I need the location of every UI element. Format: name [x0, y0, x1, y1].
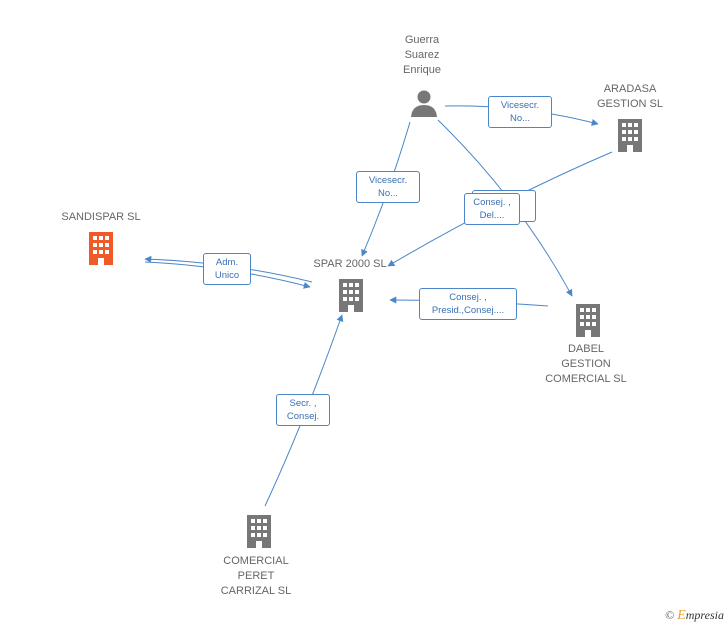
edge-label-line: Consej.: [286, 411, 320, 422]
edge-label-line: Vicesecr.: [500, 100, 540, 111]
edge-label-line: Vicesecr.: [368, 175, 408, 186]
brand-logo-e: E: [677, 608, 686, 623]
edge-label-line: Consej. ,: [473, 197, 511, 208]
node-label-line: Enrique: [403, 64, 441, 76]
edge-label-line: Presid.,Consej....: [431, 305, 505, 316]
edge-label-guerra-dabel[interactable]: Consej. , Del....: [464, 193, 520, 225]
node-label-line: SANDISPAR SL: [61, 211, 141, 223]
edge-label-comercial-spar[interactable]: Secr. , Consej.: [276, 394, 330, 426]
node-label-line: SPAR 2000 SL: [313, 258, 387, 270]
node-label-comercial[interactable]: COMERCIAL PERET CARRIZAL SL: [206, 554, 306, 599]
node-label-line: DABEL: [567, 343, 605, 355]
building-icon-sandispar[interactable]: [86, 230, 116, 266]
node-label-sandispar[interactable]: SANDISPAR SL: [46, 210, 156, 225]
edge-label-guerra-aradasa[interactable]: Vicesecr. No...: [488, 96, 552, 128]
node-label-spar2000[interactable]: SPAR 2000 SL: [300, 257, 400, 272]
building-icon-spar2000[interactable]: [336, 277, 366, 313]
node-label-aradasa[interactable]: ARADASA GESTION SL: [580, 82, 680, 112]
edge-label-spar-sandispar[interactable]: Adm. Unico: [203, 253, 251, 285]
edge-label-line: Unico: [214, 270, 240, 281]
node-label-line: ARADASA: [603, 83, 657, 95]
building-icon-dabel[interactable]: [573, 302, 603, 338]
node-label-line: GESTION: [561, 358, 611, 370]
edge-label-dabel-spar[interactable]: Consej. , Presid.,Consej....: [419, 288, 517, 320]
edge-label-line: No...: [377, 188, 399, 199]
edge-label-line: Del....: [479, 210, 505, 221]
edge-label-line: Adm.: [215, 257, 239, 268]
node-label-line: GESTION SL: [596, 98, 664, 110]
node-label-line: Guerra: [404, 34, 440, 46]
edge-label-line: Secr. ,: [289, 398, 317, 409]
node-label-line: Suarez: [404, 49, 440, 61]
building-icon-aradasa[interactable]: [615, 117, 645, 153]
node-label-line: PERET: [237, 570, 275, 582]
copyright-symbol: ©: [665, 608, 675, 622]
node-label-line: CARRIZAL SL: [220, 585, 292, 597]
building-icon-comercial[interactable]: [244, 513, 274, 549]
node-label-guerra[interactable]: Guerra Suarez Enrique: [372, 33, 472, 78]
edge-label-line: No...: [509, 113, 531, 124]
person-icon[interactable]: [409, 88, 439, 118]
brand-watermark: © Empresia: [665, 608, 724, 624]
brand-logo-text: mpresia: [685, 608, 724, 622]
edge-label-guerra-spar[interactable]: Vicesecr. No...: [356, 171, 420, 203]
node-label-line: COMERCIAL SL: [545, 373, 627, 385]
node-label-line: COMERCIAL: [223, 555, 289, 567]
edge-label-line: Consej. ,: [449, 292, 487, 303]
node-label-dabel[interactable]: DABEL GESTION COMERCIAL SL: [536, 342, 636, 387]
